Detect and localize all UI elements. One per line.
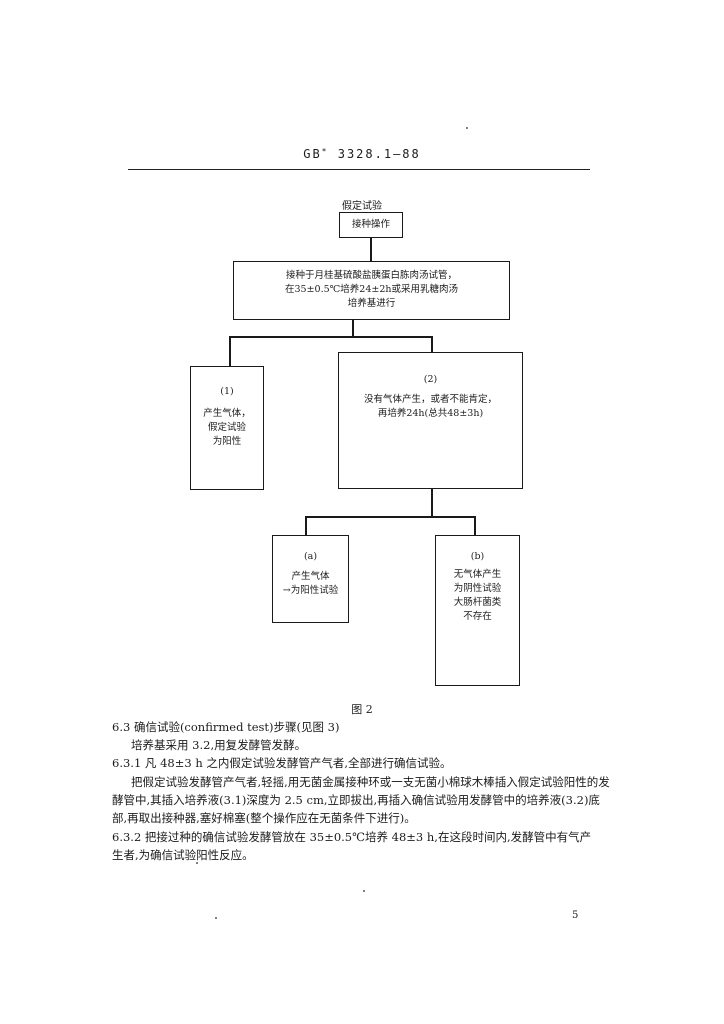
flow-branch-positive: (1) 产生气体， 假定试验 为阳性	[190, 366, 264, 490]
connector-line	[305, 516, 475, 518]
flow-branch-uncertain: (2) 没有气体产生，或者不能肯定， 再培养24h(总共48±3h)	[338, 352, 523, 489]
flow-sub-positive-text: 产生气体 →为阳性试验	[282, 571, 339, 596]
flow-sub-negative-text: 无气体产生 为阴性试验 大肠杆菌类 不存在	[453, 569, 502, 622]
standard-prefix: GB	[303, 147, 322, 161]
connector-line	[431, 336, 433, 352]
connector-line	[305, 516, 307, 535]
scan-speck	[363, 890, 365, 892]
paragraph-line: 把假定试验发酵管产气者,轻摇,用无菌金属接种环或一支无菌小棉球木棒插入假定试验阳…	[131, 775, 610, 789]
page-number: 5	[572, 910, 579, 921]
flow-step-inoculation-text: 接种操作	[351, 219, 390, 230]
standard-star: *	[321, 147, 329, 156]
section-heading-6-3-2: 6.3.2 把接过种的确信试验发酵管放在 35±0.5℃培养 48±3 h,在这…	[112, 830, 592, 844]
connector-line	[431, 489, 433, 517]
flow-branch-uncertain-text: 没有气体产生，或者不能肯定， 再培养24h(总共48±3h)	[363, 394, 497, 419]
flowchart-title: 假定试验	[342, 201, 382, 212]
flow-branch-positive-text: 产生气体， 假定试验 为阳性	[203, 408, 251, 447]
page-header: GB* 3328.1—88	[0, 147, 724, 161]
connector-line	[370, 238, 372, 261]
section-heading-6-3: 6.3 确信试验(confirmed test)步骤(见图 3)	[112, 720, 340, 734]
flow-step-culture: 接种于月桂基硫酸盐胰蛋白胨肉汤试管， 在35±0.5℃培养24±2h或采用乳糖肉…	[233, 261, 510, 320]
figure-caption: 图 2	[351, 703, 373, 716]
header-rule	[128, 169, 590, 170]
paragraph: 培养基采用 3.2,用复发酵管发酵。	[131, 738, 307, 752]
connector-line	[229, 336, 432, 338]
scan-speck	[466, 127, 468, 129]
flow-branch-positive-label: (1)	[220, 386, 234, 397]
standard-number: 3328.1—88	[337, 147, 421, 161]
paragraph-line: 部,再取出接种器,塞好棉塞(整个操作应在无菌条件下进行)。	[112, 811, 416, 825]
flow-sub-negative: (b) 无气体产生 为阴性试验 大肠杆菌类 不存在	[435, 535, 520, 686]
scan-speck	[215, 917, 217, 919]
section-heading-6-3-1: 6.3.1 凡 48±3 h 之内假定试验发酵管产气者,全部进行确信试验。	[112, 756, 452, 770]
flow-step-culture-text: 接种于月桂基硫酸盐胰蛋白胨肉汤试管， 在35±0.5℃培养24±2h或采用乳糖肉…	[285, 270, 458, 309]
connector-line	[474, 516, 476, 535]
flow-step-inoculation: 接种操作	[339, 212, 403, 238]
flow-branch-uncertain-label: (2)	[423, 374, 438, 385]
flow-sub-negative-label: (b)	[470, 551, 485, 562]
paragraph-line: 酵管中,其插入培养液(3.1)深度为 2.5 cm,立即拔出,再插入确信试验用发…	[112, 793, 600, 807]
paragraph-line: 生者,为确信试验阳性反应。	[112, 848, 254, 862]
connector-line	[352, 320, 354, 337]
flow-sub-positive: (a) 产生气体 →为阳性试验	[272, 535, 349, 623]
connector-line	[229, 336, 231, 366]
scan-speck	[196, 862, 198, 864]
flow-sub-positive-label: (a)	[303, 551, 318, 562]
